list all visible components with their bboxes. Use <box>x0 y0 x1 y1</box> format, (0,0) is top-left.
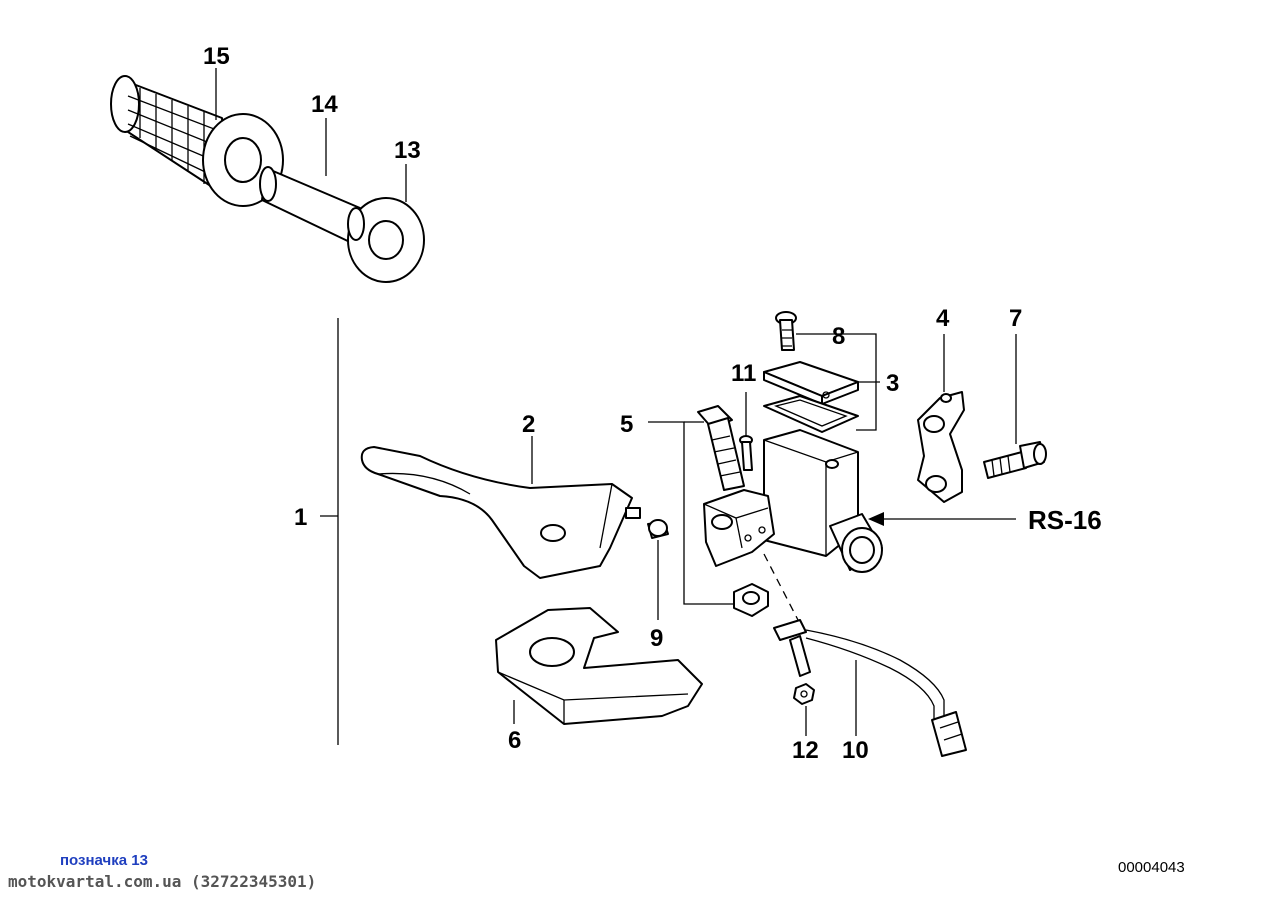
callout-13: 13 <box>394 137 421 164</box>
reference-label-rs16: RS-16 <box>1028 505 1102 535</box>
callout-10: 10 <box>842 737 869 764</box>
callout-11: 11 <box>731 360 756 387</box>
callout-3: 3 <box>886 370 899 397</box>
pivot-bolt <box>697 405 745 491</box>
handlebar-tube <box>259 166 361 245</box>
callout-5: 5 <box>620 411 633 438</box>
callout-4: 4 <box>936 305 950 332</box>
callout-6: 6 <box>508 727 521 754</box>
lever-cover <box>495 607 703 725</box>
diagram-id: 00004043 <box>1118 859 1185 876</box>
bar-end-cap <box>347 197 425 283</box>
callout-1: 1 <box>294 504 307 531</box>
reservoir-cap <box>763 361 859 405</box>
callout-14: 14 <box>311 91 338 118</box>
small-screw <box>739 435 753 471</box>
leader-lines <box>215 68 1017 736</box>
brake-lever <box>360 446 641 579</box>
callout-15: 15 <box>203 43 230 70</box>
lid-screw <box>775 311 797 351</box>
reservoir-gasket <box>763 395 859 433</box>
callout-9: 9 <box>650 625 663 652</box>
handlebar-clamp <box>917 391 965 503</box>
site-watermark: motokvartal.com.ua (32722345301) <box>8 872 317 891</box>
brake-light-switch <box>763 553 967 757</box>
link-label[interactable]: позначка 13 <box>60 852 148 869</box>
pivot-nut <box>733 583 769 617</box>
master-cylinder <box>703 429 883 573</box>
clamp-bolt <box>983 441 1047 479</box>
callout-8: 8 <box>832 323 845 350</box>
callout-2: 2 <box>522 411 535 438</box>
callout-7: 7 <box>1009 305 1022 332</box>
switch-nut <box>793 683 815 705</box>
callout-12: 12 <box>792 737 819 764</box>
handlebar-grip <box>110 75 284 207</box>
pivot-bushing <box>647 519 669 539</box>
